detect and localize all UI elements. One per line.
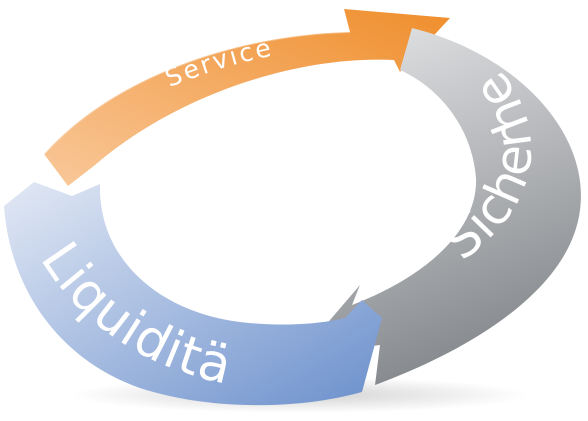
service-arrow: Service xyxy=(43,9,450,186)
